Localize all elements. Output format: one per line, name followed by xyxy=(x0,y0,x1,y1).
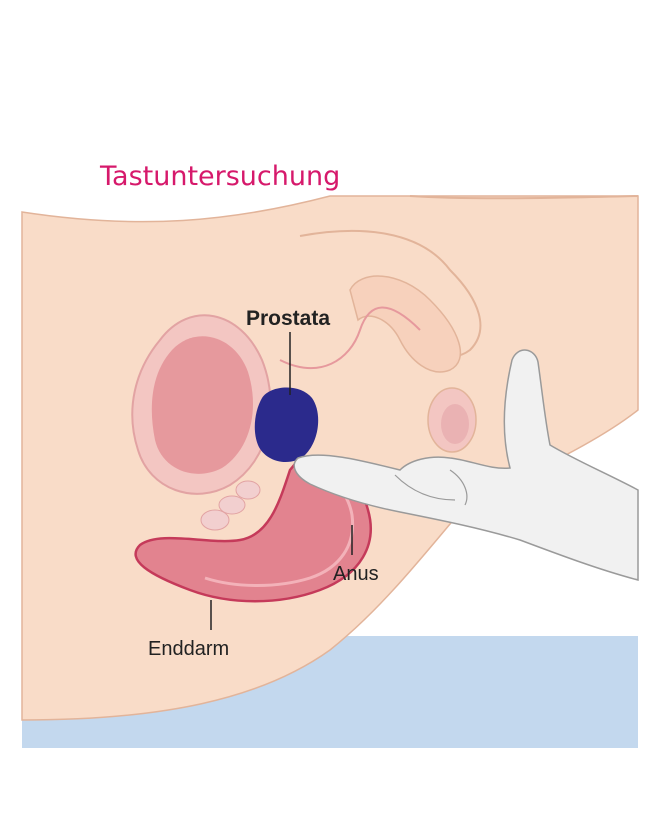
bladder-inner xyxy=(151,336,253,474)
label-anus: Anus xyxy=(333,563,379,585)
gloved-hand xyxy=(293,349,639,581)
upper-skin-fold xyxy=(409,195,639,200)
urethra-line xyxy=(279,306,421,370)
diagram-title: Tastuntersuchung xyxy=(99,161,340,192)
testis-inner xyxy=(441,404,469,444)
label-prostate: Prostata xyxy=(246,307,330,330)
genital-outline xyxy=(349,275,461,373)
prostate-gland xyxy=(254,387,319,463)
knuckle-line xyxy=(449,469,468,506)
seminal-vesicles xyxy=(200,480,261,531)
rectum xyxy=(134,456,372,603)
label-rectum: Enddarm xyxy=(148,638,229,660)
finger-line xyxy=(394,474,456,501)
